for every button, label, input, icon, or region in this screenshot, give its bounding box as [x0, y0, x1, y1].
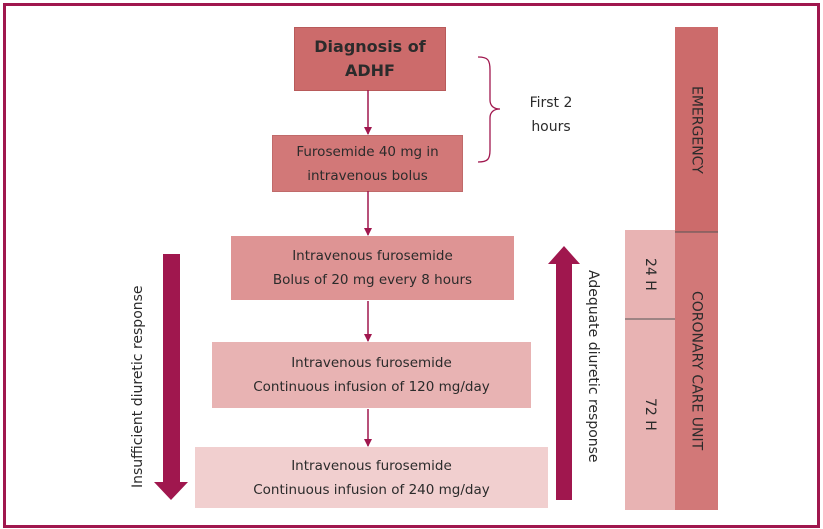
- step-4-line1: Intravenous furosemide: [291, 355, 452, 371]
- step-3-line1: Intravenous furosemide: [292, 248, 453, 264]
- step-diagnosis-line1: Diagnosis of: [314, 37, 426, 56]
- diagram-frame: [3, 3, 820, 528]
- adequate-response-label: Adequate diuretic response: [585, 270, 601, 463]
- step-5-line2: Continuous infusion of 240 mg/day: [253, 481, 490, 498]
- step-infusion-120: Intravenous furosemide Continuous infusi…: [212, 342, 531, 408]
- insufficient-response-label: Insufficient diuretic response: [130, 285, 146, 488]
- h24-label-wrap: 24 H: [625, 230, 675, 319]
- column-emergency: [675, 27, 718, 232]
- emergency-label: EMERGENCY: [688, 85, 705, 174]
- step-diagnosis: Diagnosis of ADHF: [294, 27, 446, 91]
- coronary-label-wrap: CORONARY CARE UNIT: [675, 232, 718, 510]
- adequate-response-arrow: [548, 246, 580, 500]
- step-infusion-240: Intravenous furosemide Continuous infusi…: [195, 447, 548, 508]
- step-bolus-20-every-8h: Intravenous furosemide Bolus of 20 mg ev…: [231, 236, 514, 300]
- emergency-label-wrap: EMERGENCY: [675, 27, 718, 232]
- h72-label-wrap: 72 H: [625, 319, 675, 510]
- time-label-first-2-hours: First 2 hours: [522, 91, 580, 139]
- time-brace: [477, 56, 501, 163]
- coronary-care-label: CORONARY CARE UNIT: [688, 291, 705, 451]
- step-2-line1: Furosemide 40 mg in: [296, 143, 439, 160]
- time-label-line2: hours: [531, 119, 571, 135]
- step-5-line1: Intravenous furosemide: [291, 457, 452, 474]
- step-4-line2: Continuous infusion of 120 mg/day: [253, 379, 490, 395]
- step-2-line2: intravenous bolus: [307, 167, 428, 184]
- h72-label: 72 H: [642, 398, 658, 431]
- h24-label: 24 H: [642, 258, 658, 291]
- column-hours: [625, 230, 675, 510]
- insufficient-response-arrow: [154, 254, 188, 500]
- time-label-line1: First 2: [529, 95, 573, 111]
- step-3-line2: Bolus of 20 mg every 8 hours: [272, 272, 473, 288]
- step-diagnosis-line2: ADHF: [345, 61, 395, 80]
- column-coronary-care: [675, 232, 718, 510]
